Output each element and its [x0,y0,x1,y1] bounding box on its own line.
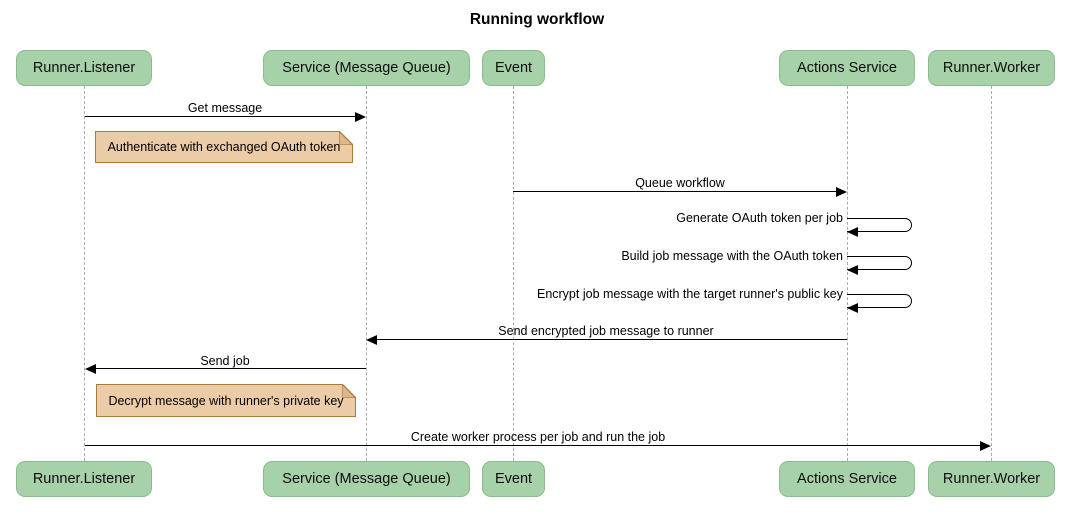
note-text: Decrypt message with runner's private ke… [108,393,344,408]
participant-box-actions-service-bottom: Actions Service [779,461,915,497]
participant-box-service-message-queue-bottom: Service (Message Queue) [263,461,470,497]
self-message-loop [847,218,912,232]
participant-box-runner-listener-top: Runner.Listener [16,50,152,86]
participant-label: Event [494,471,533,487]
participant-label: Runner.Worker [942,60,1041,76]
participant-box-runner-worker-bottom: Runner.Worker [928,461,1055,497]
participant-box-service-message-queue-top: Service (Message Queue) [263,50,470,86]
message-label: Get message [187,101,263,115]
message-arrow-line [85,445,980,446]
participant-label: Service (Message Queue) [282,60,451,76]
lifeline-runner-worker [991,86,992,461]
participant-label: Actions Service [797,471,897,487]
arrowhead-left-icon [847,303,858,313]
participant-label: Runner.Worker [942,471,1041,487]
participant-box-runner-listener-bottom: Runner.Listener [16,461,152,497]
lifeline-event [513,86,514,461]
participant-box-event-bottom: Event [482,461,545,497]
participant-label: Event [494,60,533,76]
lifeline-runner-listener [84,86,85,461]
message-label: Create worker process per job and run th… [410,430,666,444]
arrowhead-right-icon [355,112,366,122]
message-arrow-line [96,368,366,369]
note-fold-icon [339,130,354,145]
arrowhead-left-icon [366,335,377,345]
participant-box-runner-worker-top: Runner.Worker [928,50,1055,86]
participant-label: Service (Message Queue) [282,471,451,487]
message-label: Generate OAuth token per job [676,211,843,225]
message-arrow-line [513,191,837,192]
message-label: Build job message with the OAuth token [621,249,843,263]
note-text: Authenticate with exchanged OAuth token [107,140,341,154]
arrowhead-left-icon [847,265,858,275]
note: Authenticate with exchanged OAuth token [95,130,354,163]
message-arrow-line [85,116,356,117]
self-message-loop [847,256,912,270]
message-label: Send job [200,354,250,368]
message-label: Send encrypted job message to runner [498,324,714,338]
arrowhead-left-icon [847,227,858,237]
participant-label: Actions Service [797,60,897,76]
participant-label: Runner.Listener [32,60,136,76]
diagram-title: Running workflow [469,11,605,28]
message-arrow-line [377,339,847,340]
arrowhead-left-icon [85,364,96,374]
arrowhead-right-icon [980,441,991,451]
participant-label: Runner.Listener [32,471,136,487]
message-label: Encrypt job message with the target runn… [536,287,843,301]
participant-box-actions-service-top: Actions Service [779,50,915,86]
lifeline-service-message-queue [366,86,367,461]
participant-box-event-top: Event [482,50,545,86]
note: Decrypt message with runner's private ke… [96,383,357,417]
self-message-loop [847,294,912,308]
message-label: Queue workflow [635,176,725,190]
arrowhead-right-icon [836,187,847,197]
note-fold-icon [342,383,357,398]
